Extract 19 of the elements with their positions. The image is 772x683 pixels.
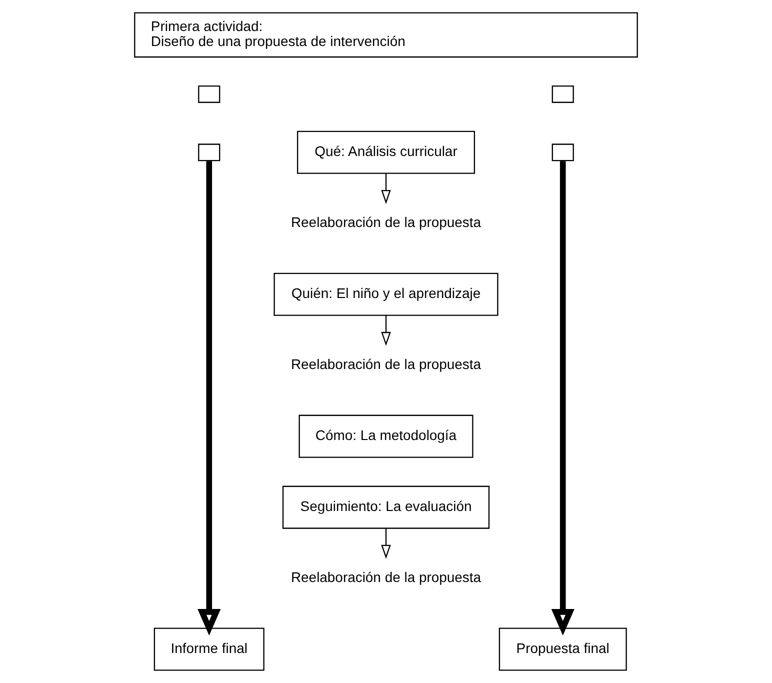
node-box (552, 144, 574, 162)
node-box: Cómo: La metodología (298, 414, 474, 458)
arrow (381, 173, 391, 204)
node-text: Reelaboración de la propuesta (290, 214, 482, 230)
arrow (551, 161, 574, 636)
node-box: Seguimiento: La evaluación (282, 486, 490, 529)
arrow (381, 315, 391, 346)
node-box (198, 86, 220, 103)
node-box: Informe final (154, 628, 264, 671)
node-box (198, 144, 220, 162)
node-box: Primera actividad: Diseño de una propuesta de intervención (134, 12, 638, 58)
node-text: Reelaboración de la propuesta (290, 356, 482, 372)
node-box: Qué: Análisis curricular (296, 130, 476, 174)
node-text: Reelaboración de la propuesta (290, 568, 482, 585)
arrow (381, 528, 391, 559)
node-box: Quién: El niño y el aprendizaje (274, 272, 498, 316)
node-box: Propuesta final (498, 628, 627, 671)
arrow (198, 161, 221, 636)
node-box (552, 86, 574, 103)
